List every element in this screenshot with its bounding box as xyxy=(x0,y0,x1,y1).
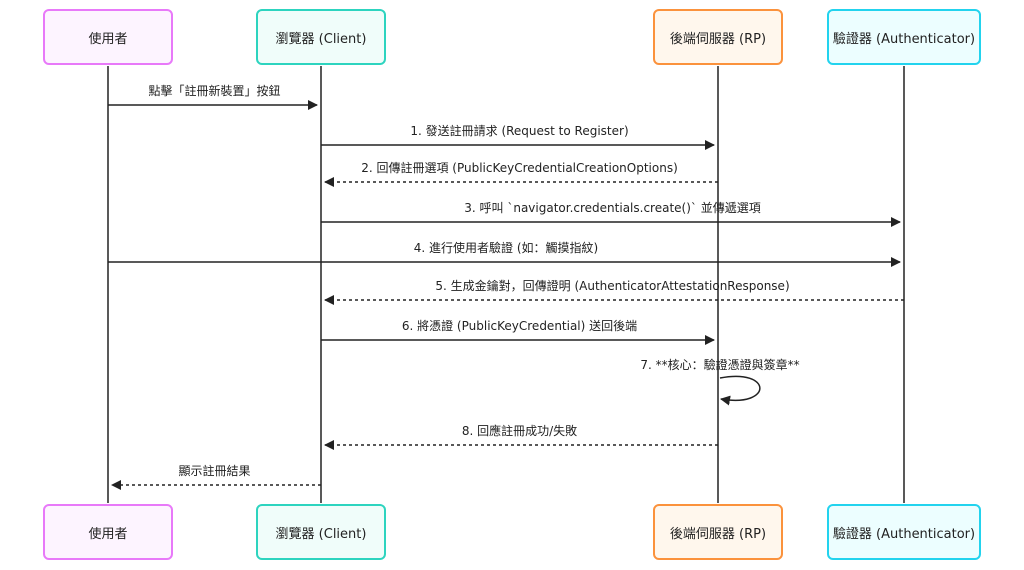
bottom-actor-auth: 驗證器 (Authenticator) xyxy=(827,504,981,560)
top-actor-user: 使用者 xyxy=(43,9,173,65)
bottom-actor-rp: 後端伺服器 (RP) xyxy=(653,504,783,560)
message-label-3: 2. 回傳註冊選項 (PublicKeyCredentialCreationOp… xyxy=(361,161,678,175)
message-label-2: 1. 發送註冊請求 (Request to Register) xyxy=(410,124,629,138)
message-label-5: 4. 進行使用者驗證 (如：觸摸指紋) xyxy=(413,241,599,255)
message-label-7: 6. 將憑證 (PublicKeyCredential) 送回後端 xyxy=(401,319,638,333)
top-actor-auth: 驗證器 (Authenticator) xyxy=(827,9,981,65)
message-arrow-8 xyxy=(719,375,761,406)
bottom-actor-user: 使用者 xyxy=(43,504,173,560)
message-label-1: 點擊「註冊新裝置」按鈕 xyxy=(148,84,281,98)
top-actor-rp: 後端伺服器 (RP) xyxy=(653,9,783,65)
message-label-8: 7. **核心：驗證憑證與簽章** xyxy=(640,358,800,372)
message-label-6: 5. 生成金鑰對，回傳證明 (AuthenticatorAttestationR… xyxy=(435,279,790,293)
top-actor-client: 瀏覽器 (Client) xyxy=(256,9,386,65)
message-label-4: 3. 呼叫 `navigator.credentials.create()` 並… xyxy=(464,201,761,215)
bottom-actor-client: 瀏覽器 (Client) xyxy=(256,504,386,560)
message-label-10: 顯示註冊結果 xyxy=(178,464,251,478)
message-label-9: 8. 回應註冊成功/失敗 xyxy=(461,424,578,438)
